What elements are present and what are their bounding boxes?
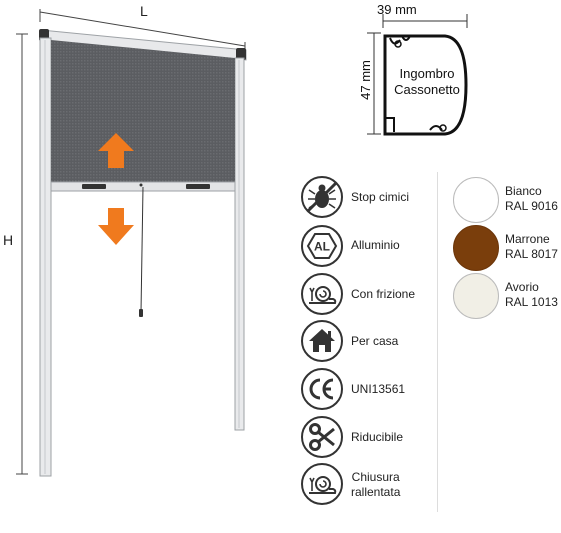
left-guide-rail — [39, 37, 52, 477]
stop-bug-icon — [301, 176, 343, 218]
color-label: Avorio RAL 1013 — [505, 280, 558, 310]
feature-label-line2: rallentata — [351, 485, 401, 499]
aluminium-badge-text: AL — [314, 240, 330, 254]
box-height-dimension — [367, 32, 381, 135]
up-arrow-icon — [98, 133, 134, 168]
color-name: Avorio — [505, 280, 539, 294]
color-swatch-white[interactable] — [453, 177, 499, 223]
color-name: Marrone — [505, 232, 550, 246]
box-section-diagram: 39 mm 47 mm Ingombro Cassonetto — [340, 0, 470, 145]
feature-label: Chiusura rallentata — [351, 470, 400, 500]
aluminium-icon: AL — [301, 225, 343, 267]
divider — [437, 172, 438, 512]
snail-slow-icon — [301, 463, 343, 505]
roller-box — [39, 29, 247, 61]
snail-icon — [301, 273, 343, 315]
roller-screen-illustration — [16, 9, 247, 477]
box-title-line2: Cassonetto — [394, 82, 460, 97]
feature-label: Per casa — [351, 334, 399, 348]
color-label: Bianco RAL 9016 — [505, 184, 558, 214]
mesh-screen — [51, 40, 235, 183]
feature-label: Con frizione — [351, 287, 416, 301]
down-arrow-icon — [98, 208, 134, 245]
height-dimension-line — [16, 33, 28, 475]
color-code: RAL 1013 — [505, 295, 558, 309]
right-guide-rail — [234, 57, 245, 431]
color-code: RAL 9016 — [505, 199, 558, 213]
box-width-dimension — [382, 14, 468, 28]
box-profile — [367, 14, 468, 136]
product-drawing: L H — [3, 3, 247, 477]
color-label: Marrone RAL 8017 — [505, 232, 558, 262]
box-profile-outline — [383, 34, 468, 136]
height-label: H — [3, 232, 14, 248]
feature-label: Riducibile — [351, 430, 404, 444]
box-title-line1: Ingombro — [399, 66, 455, 81]
width-label: L — [140, 3, 148, 19]
house-icon — [301, 320, 343, 362]
scissors-icon — [301, 416, 343, 458]
feature-label: Stop cimici — [351, 190, 410, 204]
color-name: Bianco — [505, 184, 542, 198]
feature-label: Alluminio — [351, 238, 400, 252]
pull-cord — [139, 183, 144, 317]
box-height-label: 47 mm — [358, 60, 373, 100]
color-code: RAL 8017 — [505, 247, 558, 261]
box-width-label: 39 mm — [377, 2, 417, 17]
color-swatch-ivory[interactable] — [453, 273, 499, 319]
feature-label: UNI13561 — [351, 382, 406, 396]
ce-mark-icon — [301, 368, 343, 410]
feature-label-line1: Chiusura — [351, 470, 400, 484]
box-title: Ingombro Cassonetto — [387, 66, 467, 98]
color-swatch-brown[interactable] — [453, 225, 499, 271]
